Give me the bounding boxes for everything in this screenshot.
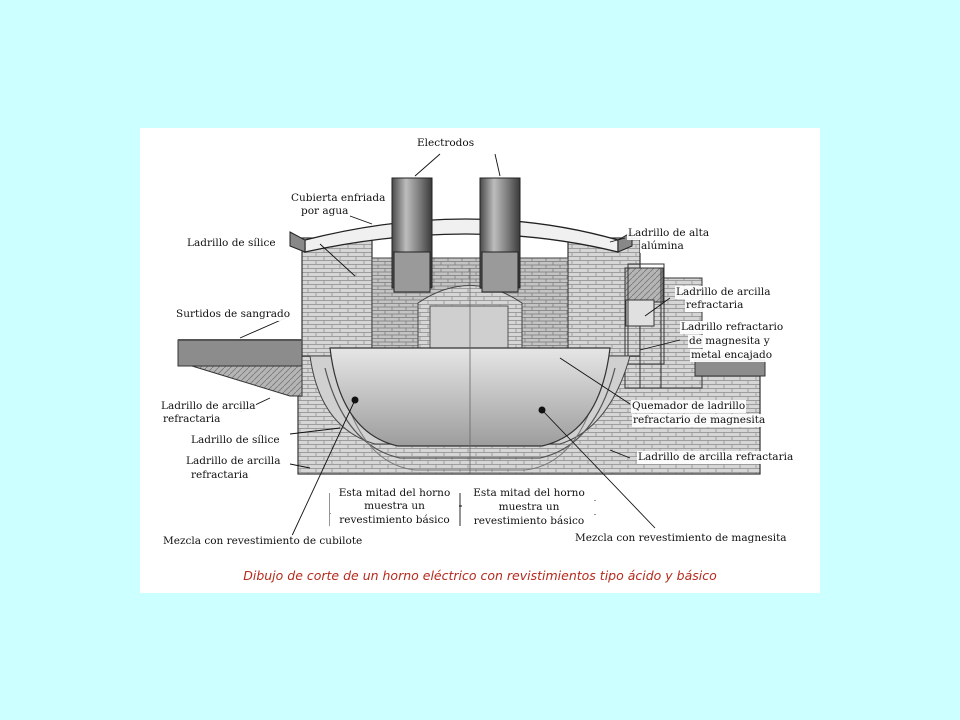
label-tap-spouts: Surtidos de sangrado bbox=[175, 308, 292, 321]
right-attachment bbox=[624, 267, 664, 303]
label-burned-magnesite-1: Quemador de ladrillo bbox=[631, 400, 747, 413]
label-half-right-2: muestra un bbox=[462, 501, 596, 514]
label-fireclay-bottom-2: refractaria bbox=[190, 469, 250, 482]
label-fireclay-left-2: refractaria bbox=[162, 413, 222, 426]
label-silica-brick-top: Ladrillo de sílice bbox=[186, 237, 277, 250]
figure-caption: Dibujo de corte de un horno eléctrico co… bbox=[243, 568, 717, 583]
cupola-mix-marker bbox=[351, 396, 359, 404]
label-fireclay-left-1: Ladrillo de arcilla bbox=[160, 400, 257, 413]
label-half-right-3: revestimiento básico bbox=[462, 515, 596, 528]
label-half-left-3: revestimiento básico bbox=[330, 514, 459, 527]
label-electrodes: Electrodos bbox=[416, 137, 476, 150]
tap-spout bbox=[177, 339, 303, 367]
label-high-alumina-1: Ladrillo de alta bbox=[627, 227, 711, 240]
label-magnesite-metal-3: metal encajado bbox=[690, 349, 774, 362]
leader-lines bbox=[239, 153, 681, 541]
label-magnesite-metal-2: de magnesita y bbox=[688, 335, 771, 348]
label-half-left-2: muestra un bbox=[330, 500, 459, 513]
label-half-left-1: Esta mitad del horno bbox=[330, 487, 459, 500]
label-magnesite-metal-1: Ladrillo refractario bbox=[680, 321, 785, 334]
label-high-alumina-2: alúmina bbox=[640, 240, 685, 253]
furnace-figure: Electrodos Cubierta enfriada por agua La… bbox=[140, 128, 820, 593]
label-fireclay-right-1: Ladrillo de arcilla bbox=[675, 286, 772, 299]
label-half-right-1: Esta mitad del horno bbox=[462, 487, 596, 500]
label-water-cooled-cover-2: por agua bbox=[300, 205, 350, 218]
label-cupola-mix: Mezcla con revestimiento de cubilote bbox=[162, 535, 364, 548]
label-silica-brick-bottom: Ladrillo de sílice bbox=[190, 434, 281, 447]
label-water-cooled-cover-1: Cubierta enfriada bbox=[290, 192, 387, 205]
right-metal-casing bbox=[624, 267, 662, 389]
label-burned-magnesite-2: refractario de magnesita bbox=[632, 414, 767, 427]
magnesite-mix-marker bbox=[538, 406, 546, 414]
left-wall bbox=[301, 237, 373, 357]
label-fireclay-bottom-right: Ladrillo de arcilla refractaria bbox=[637, 451, 795, 464]
label-magnesite-mix: Mezcla con revestimiento de magnesita bbox=[574, 532, 788, 545]
label-fireclay-right-2: refractaria bbox=[685, 299, 745, 312]
furnace-cross-section-drawing bbox=[177, 153, 766, 541]
label-fireclay-bottom-1: Ladrillo de arcilla bbox=[185, 455, 282, 468]
